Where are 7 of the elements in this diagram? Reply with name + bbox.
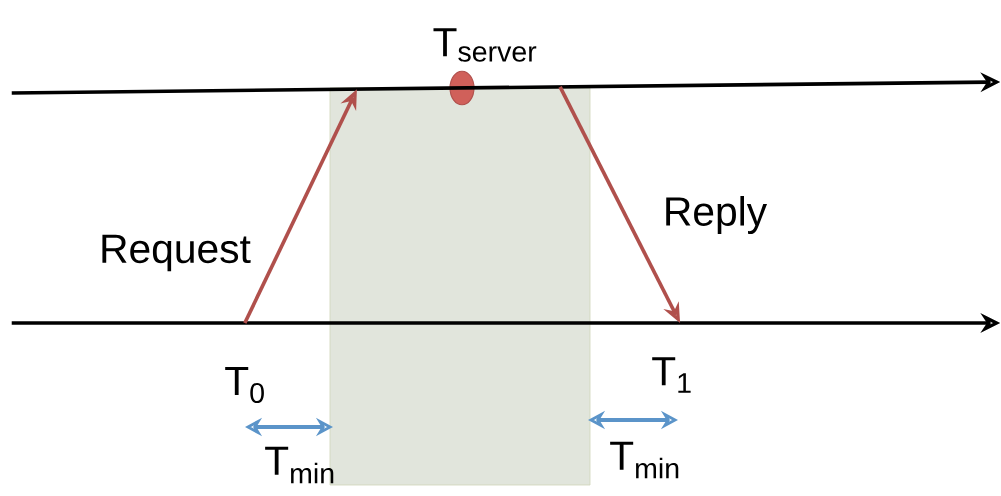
arrow-label: Request: [102, 234, 251, 272]
arrow-label: Reply: [666, 196, 767, 234]
node-label: T$_{server}$: [433, 28, 537, 62]
time-label: T$_{min}$: [265, 446, 334, 484]
time-label: T$_{min}$: [610, 441, 679, 479]
time-point: T$_{server}$: [433, 28, 537, 106]
time-label: T$_{0}$: [225, 366, 264, 404]
